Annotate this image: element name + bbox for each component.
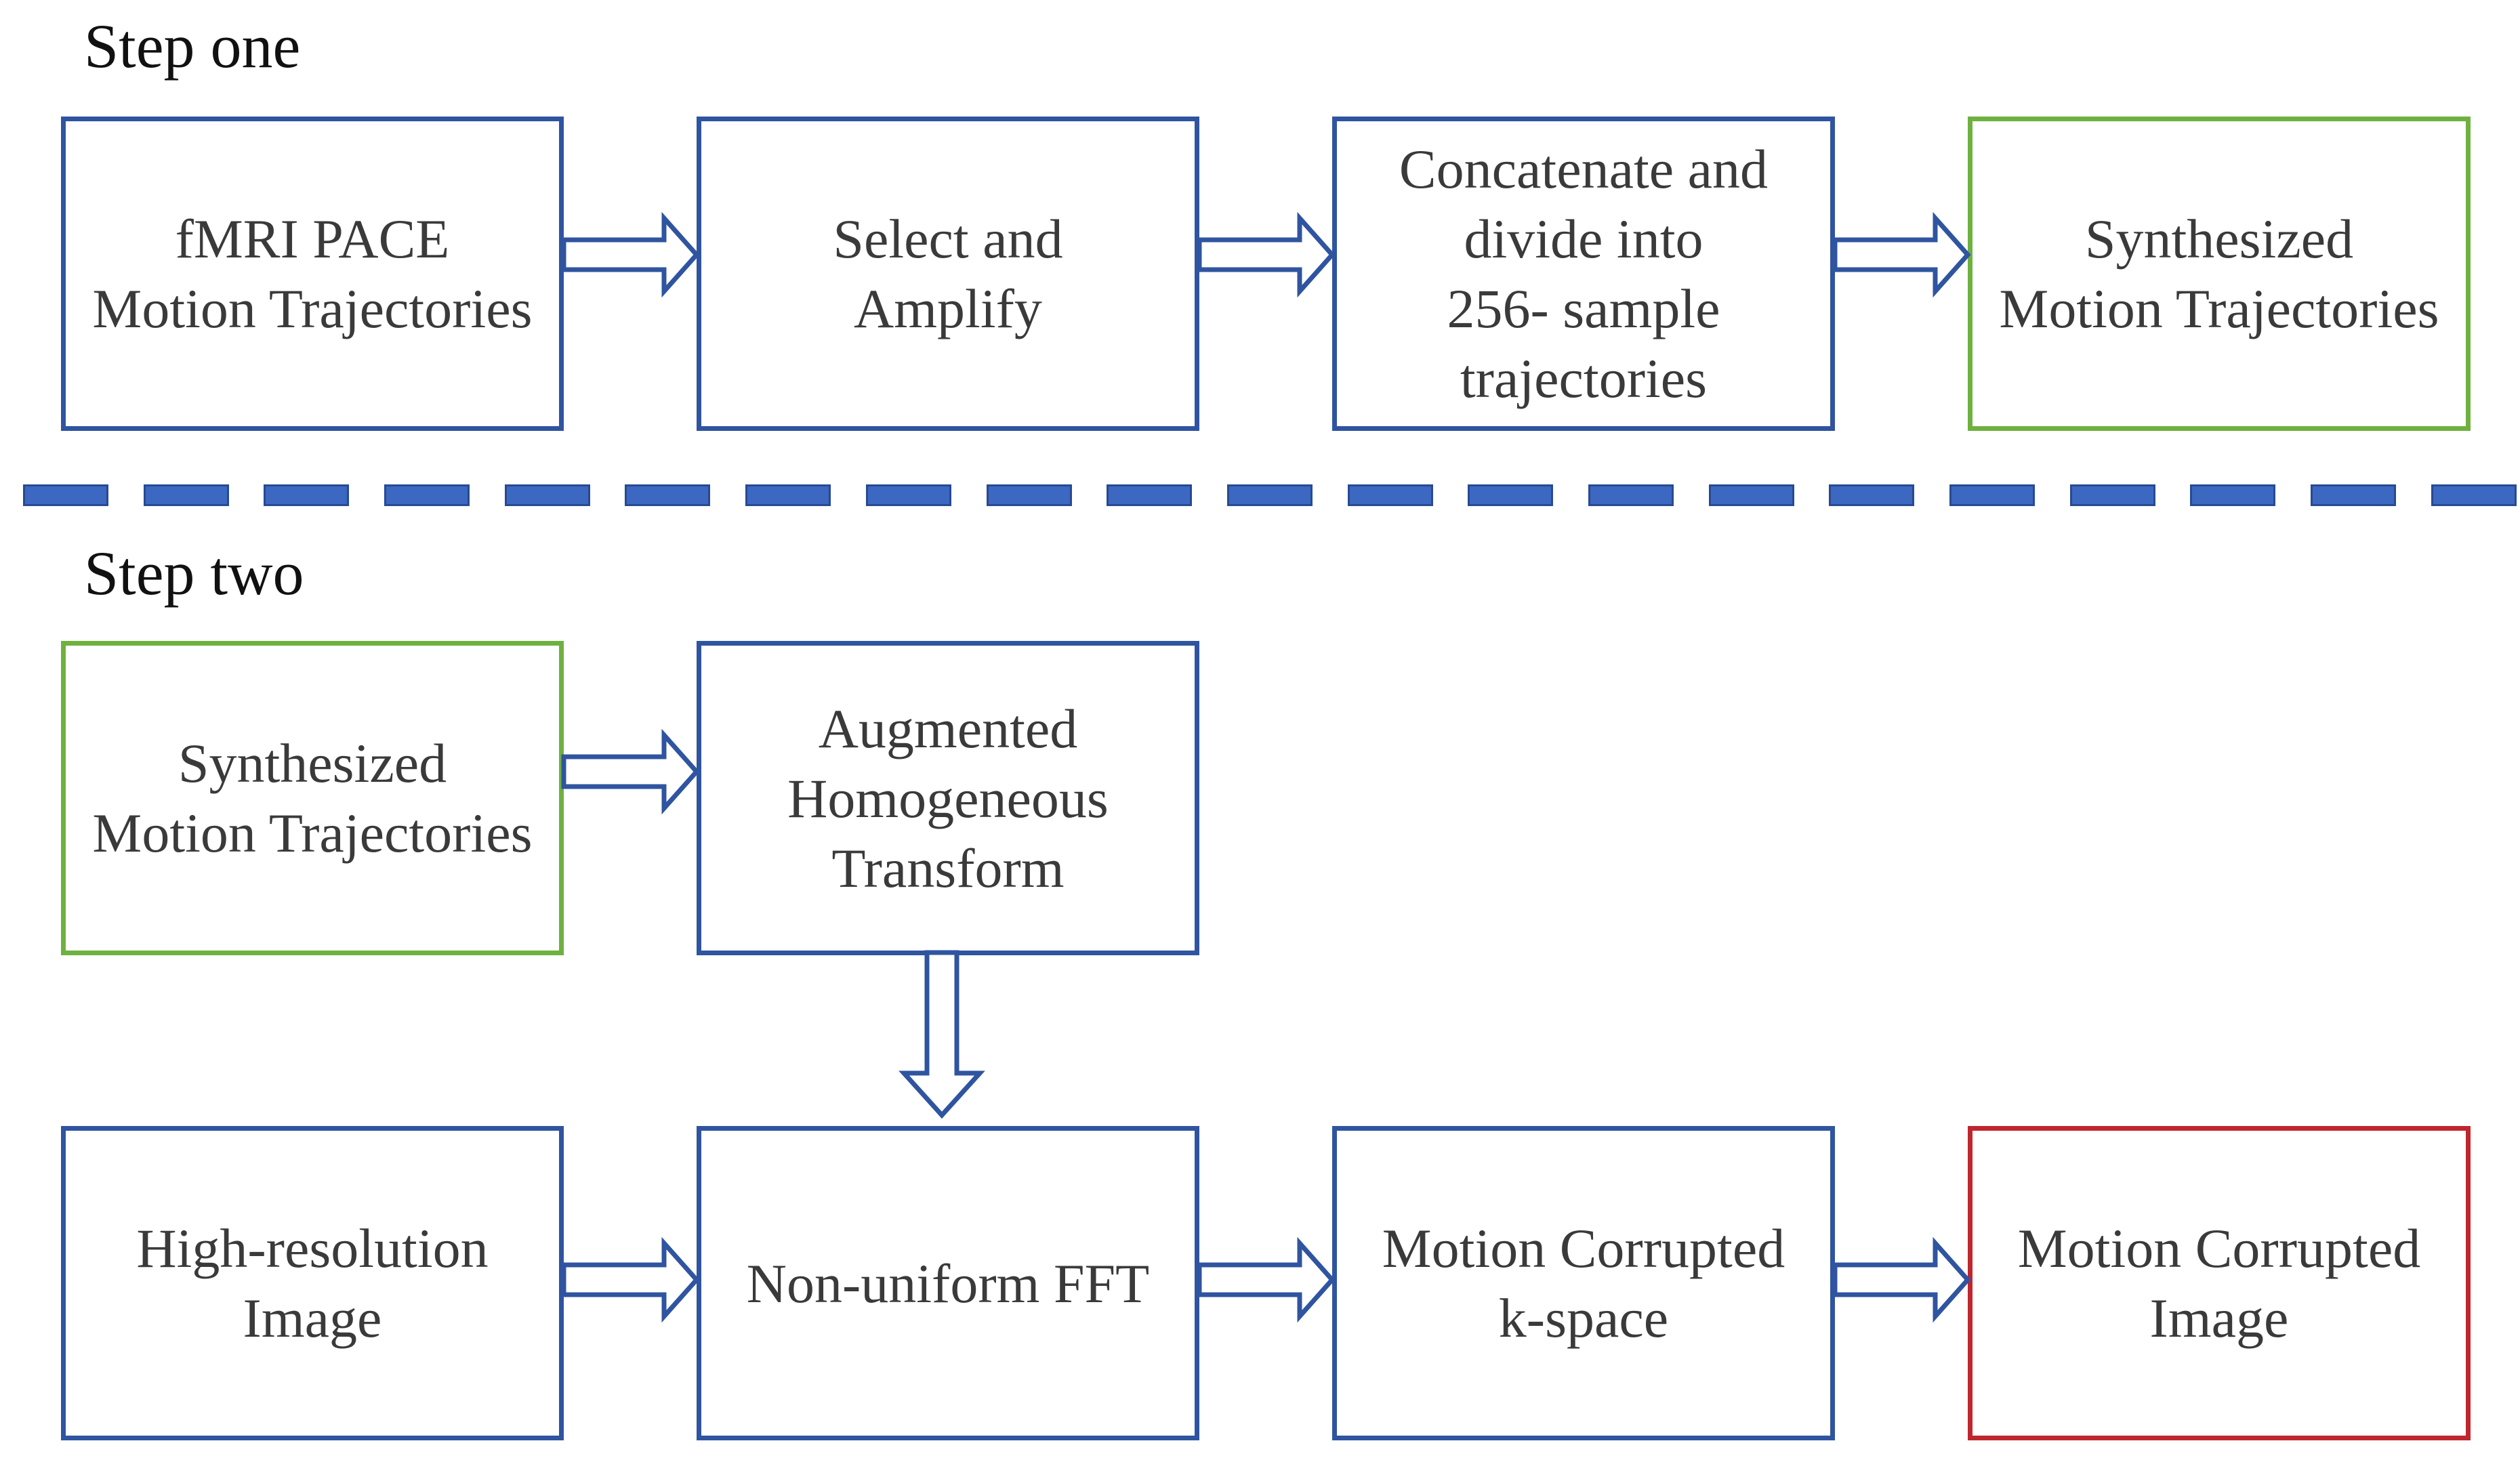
- box-label: Synthesized Motion Trajectories: [1999, 208, 2439, 339]
- right-arrow-icon: [1832, 211, 1971, 298]
- box-synthesized-trajectories-input: Synthesized Motion Trajectories: [61, 641, 564, 955]
- box-fmri-pace-trajectories: fMRI PACE Motion Trajectories: [61, 117, 564, 431]
- right-arrow-icon: [561, 1236, 700, 1323]
- box-augmented-homogeneous-transform: Augmented Homogeneous Transform: [697, 641, 1199, 955]
- box-label: Motion Corrupted k-space: [1382, 1217, 1785, 1349]
- box-motion-corrupted-kspace: Motion Corrupted k-space: [1332, 1126, 1835, 1440]
- down-arrow-icon: [898, 950, 985, 1119]
- box-high-resolution-image: High-resolution Image: [61, 1126, 564, 1440]
- right-arrow-icon: [1197, 211, 1336, 298]
- right-arrow-icon: [1832, 1236, 1971, 1323]
- box-motion-corrupted-image: Motion Corrupted Image: [1968, 1126, 2471, 1440]
- box-label: Concatenate and divide into 256- sample …: [1399, 138, 1769, 409]
- box-label: fMRI PACE Motion Trajectories: [92, 208, 533, 339]
- box-synthesized-trajectories-output: Synthesized Motion Trajectories: [1968, 117, 2471, 431]
- box-label: Select and Amplify: [833, 208, 1063, 339]
- right-arrow-icon: [1197, 1236, 1336, 1323]
- box-label: High-resolution Image: [136, 1217, 489, 1349]
- box-select-amplify: Select and Amplify: [697, 117, 1199, 431]
- box-label: Non-uniform FFT: [746, 1252, 1150, 1314]
- box-concatenate-divide: Concatenate and divide into 256- sample …: [1332, 117, 1835, 431]
- right-arrow-icon: [561, 728, 700, 815]
- box-non-uniform-fft: Non-uniform FFT: [697, 1126, 1199, 1440]
- box-label: Augmented Homogeneous Transform: [787, 697, 1109, 899]
- box-label: Motion Corrupted Image: [2017, 1217, 2421, 1349]
- step-one-title: Step one: [84, 12, 301, 81]
- step-two-title: Step two: [84, 539, 304, 608]
- step-divider: [23, 484, 2517, 506]
- right-arrow-icon: [561, 211, 700, 298]
- box-label: Synthesized Motion Trajectories: [92, 732, 533, 864]
